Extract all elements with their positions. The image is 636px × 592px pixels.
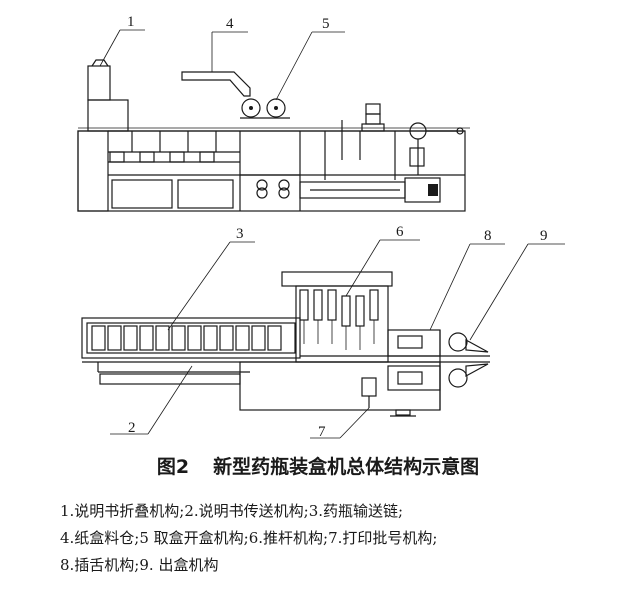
callout-5: 5 — [322, 16, 330, 32]
callout-4: 4 — [226, 16, 234, 32]
caption-title: 新型药瓶装盒机总体结构示意图 — [213, 456, 480, 478]
figure-legend: 1.说明书折叠机构;2.说明书传送机构;3.药瓶输送链; 4.纸盒料仓;5 取盒… — [60, 498, 630, 579]
top-view — [77, 59, 470, 212]
callout-9: 9 — [540, 228, 548, 244]
callout-7: 7 — [318, 424, 326, 440]
bottom-view — [81, 271, 490, 417]
callout-2: 2 — [128, 420, 136, 436]
callout-1: 1 — [127, 14, 135, 30]
legend-line: 1.说明书折叠机构;2.说明书传送机构;3.药瓶输送链; — [60, 502, 404, 520]
figure-caption: 图2 新型药瓶装盒机总体结构示意图 — [0, 452, 636, 479]
callout-3: 3 — [236, 226, 244, 242]
callout-6: 6 — [396, 224, 404, 240]
machine-schematic: 1 4 5 3 2 6 7 8 9 — [77, 14, 565, 440]
legend-line: 8.插舌机构;9. 出盒机构 — [60, 556, 219, 574]
callout-leaders — [99, 29, 565, 439]
legend-line: 4.纸盒料仓;5 取盒开盒机构;6.推杆机构;7.打印批号机构; — [60, 529, 438, 547]
callout-8: 8 — [484, 228, 492, 244]
caption-number: 图2 — [156, 456, 190, 478]
